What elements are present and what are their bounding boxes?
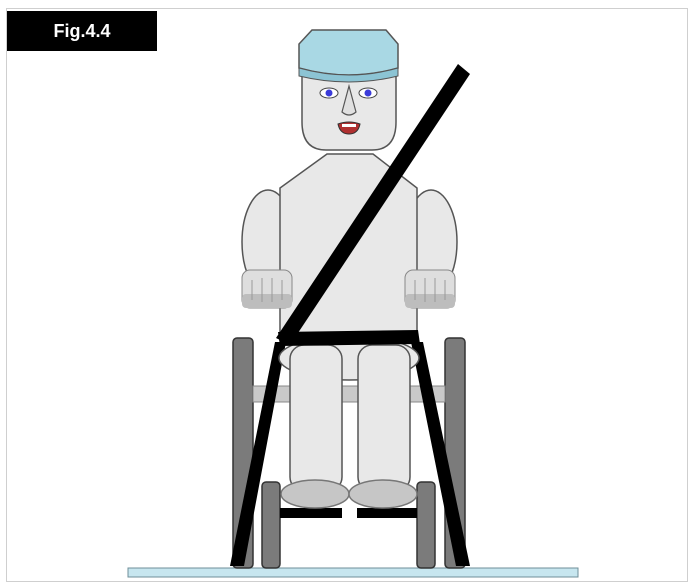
wheelchair-cross-bar [253,386,445,402]
left-leg [290,345,342,491]
right-front-caster [417,482,435,568]
right-eye-icon [359,88,377,98]
right-leg [358,345,410,491]
right-hand [405,270,455,308]
cap-icon [299,30,398,75]
left-eye-icon [320,88,338,98]
right-foot [349,480,417,508]
teeth [342,124,356,127]
right-footrest [357,508,417,518]
lap-belt [278,330,420,346]
left-hand [242,270,292,308]
left-foot [281,480,349,508]
left-footrest [280,508,342,518]
left-front-caster [262,482,280,568]
floor-plate [128,568,578,577]
figure-label: Fig.4.4 [7,11,157,51]
